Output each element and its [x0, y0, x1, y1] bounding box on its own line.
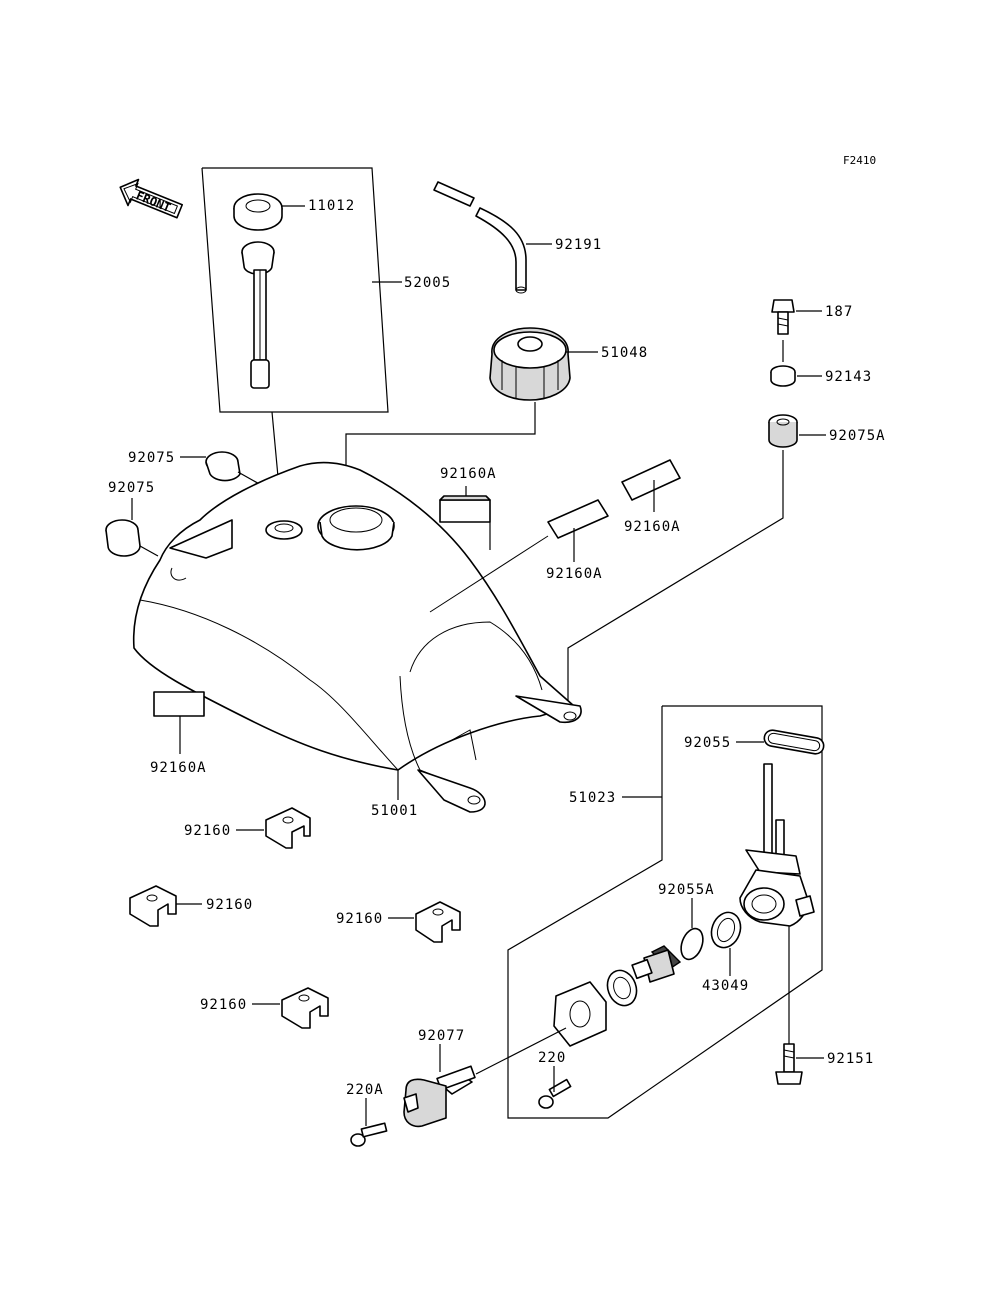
- screw-220A: [350, 1122, 388, 1147]
- clip-92160-c: [415, 901, 461, 943]
- damper-92075A: [768, 414, 798, 448]
- damper-92075-lower: [105, 519, 141, 557]
- pad-92160A-d: [153, 691, 205, 717]
- gasket-ring-11012: [233, 193, 283, 231]
- part-label-51048: 51048: [601, 345, 648, 361]
- part-label-51023: 51023: [569, 790, 616, 806]
- screw-220: [538, 1078, 572, 1109]
- part-label-220A: 220A: [346, 1082, 384, 1098]
- part-label-92160A-d: 92160A: [150, 760, 207, 776]
- bolt-92151: [775, 1043, 803, 1085]
- pad-92160A-a: [439, 495, 491, 523]
- part-label-92160-c: 92160: [336, 911, 383, 927]
- fuel-gauge-52005: [241, 241, 275, 389]
- clip-92160-d: [281, 987, 329, 1029]
- part-label-92160A-c: 92160A: [546, 566, 603, 582]
- part-label-92055A: 92055A: [658, 882, 715, 898]
- cover-plate: [553, 981, 607, 1047]
- front-arrow-icon: FRONT: [119, 178, 184, 219]
- clip-92160-b: [129, 885, 177, 927]
- part-label-92075-lower: 92075: [108, 480, 155, 496]
- pad-92160A-b: [621, 459, 681, 501]
- o-ring-92055A: [680, 927, 704, 961]
- breather-hose-92191: [433, 181, 527, 294]
- fuel-cock-body: [739, 763, 815, 927]
- collar-92143: [770, 365, 796, 387]
- valve-spool: [631, 945, 682, 983]
- lever-43049: [710, 911, 742, 949]
- fuel-tank-51001: [132, 461, 582, 813]
- clip-92160-a: [265, 807, 311, 849]
- part-label-92151: 92151: [827, 1051, 874, 1067]
- part-label-92160-b: 92160: [206, 897, 253, 913]
- part-label-92143: 92143: [825, 369, 872, 385]
- knob-92077: [403, 1065, 476, 1128]
- bolt-187: [771, 299, 795, 335]
- part-label-92075-upper: 92075: [128, 450, 175, 466]
- part-label-92160-a: 92160: [184, 823, 231, 839]
- fuel-gauge-assembly-box: [201, 167, 389, 413]
- part-label-220: 220: [538, 1050, 566, 1066]
- fuel-cap-51048: [489, 327, 571, 401]
- damper-92075-upper: [205, 451, 241, 482]
- part-label-92075A: 92075A: [829, 428, 886, 444]
- part-label-92160-d: 92160: [200, 997, 247, 1013]
- drawing-code: F2410: [843, 154, 876, 167]
- part-label-43049: 43049: [702, 978, 749, 994]
- gasket-92055: [763, 729, 825, 755]
- part-label-92191: 92191: [555, 237, 602, 253]
- part-label-187: 187: [825, 304, 853, 320]
- part-label-92160A-b: 92160A: [624, 519, 681, 535]
- part-label-51001: 51001: [371, 803, 418, 819]
- pad-92160A-c: [547, 499, 609, 539]
- part-label-11012: 11012: [308, 198, 355, 214]
- part-label-92055: 92055: [684, 735, 731, 751]
- part-label-92160A-a: 92160A: [440, 466, 497, 482]
- part-label-92077: 92077: [418, 1028, 465, 1044]
- part-label-52005: 52005: [404, 275, 451, 291]
- washer: [606, 969, 638, 1007]
